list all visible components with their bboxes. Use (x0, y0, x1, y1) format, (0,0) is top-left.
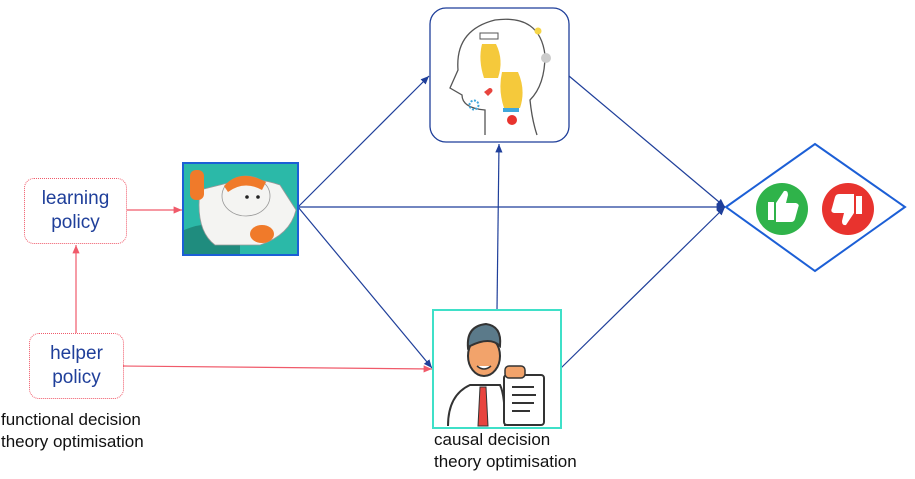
thumbs-up-icon (756, 183, 808, 235)
causal-caption-line1: causal decision (434, 430, 551, 449)
learning-policy-line2: policy (51, 212, 100, 233)
person-document-image (432, 309, 562, 429)
functional-decision-caption: functional decision theory optimisation (1, 409, 144, 453)
learning-policy-line1: learning (41, 188, 110, 209)
helper-policy-line1: helper (50, 343, 103, 364)
robot-image (182, 162, 299, 256)
decision-diamond (724, 142, 907, 273)
edge-head-to-decision (568, 75, 726, 208)
edge-person-to-decision (560, 206, 726, 369)
edge-helper-to-person (122, 365, 433, 373)
edge-robot-to-head (297, 75, 430, 208)
edge-person-to-head (495, 143, 503, 311)
functional-caption-line1: functional decision (1, 410, 141, 429)
edges (72, 75, 726, 373)
thumbs-down-icon (822, 183, 874, 235)
helper-policy-node: helper policy (29, 333, 124, 399)
edge-robot-to-person (297, 206, 433, 369)
functional-caption-line2: theory optimisation (1, 432, 144, 451)
head-mind-image (429, 7, 570, 143)
learning-policy-node: learning policy (24, 178, 127, 244)
causal-decision-caption: causal decision theory optimisation (434, 429, 577, 473)
causal-caption-line2: theory optimisation (434, 452, 577, 471)
helper-policy-line2: policy (52, 367, 101, 388)
